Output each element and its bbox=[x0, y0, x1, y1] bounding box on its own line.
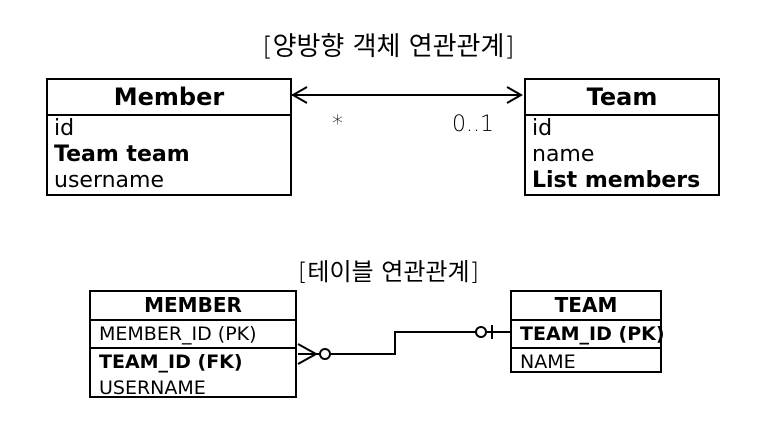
table-diagram-title: [테이블 연관관계] bbox=[298, 258, 479, 286]
member-table-box: MEMBER MEMBER_ID (PK) TEAM_ID (FK) USERN… bbox=[89, 290, 297, 399]
member-column-member-id: MEMBER_ID (PK) bbox=[91, 321, 295, 349]
team-field-name: name bbox=[532, 142, 595, 167]
member-column-team-id: TEAM_ID (FK) bbox=[99, 351, 243, 373]
er-relationship-line bbox=[298, 331, 510, 355]
member-column-username: USERNAME bbox=[99, 377, 206, 399]
team-field-id: id bbox=[532, 116, 553, 141]
member-class-name: Member bbox=[48, 80, 290, 116]
member-field-id: id bbox=[54, 116, 75, 141]
team-class-box: Team id name List members bbox=[524, 78, 720, 196]
crows-foot-many-icon bbox=[297, 343, 331, 365]
member-field-username: username bbox=[54, 168, 164, 193]
zero-or-one-icon bbox=[475, 325, 493, 339]
team-column-team-id: TEAM_ID (PK) bbox=[512, 321, 665, 349]
association-arrow bbox=[290, 86, 524, 104]
team-field-members: List members bbox=[532, 168, 701, 193]
team-column-name: NAME bbox=[520, 351, 576, 373]
multiplicity-member-side: * bbox=[332, 112, 343, 137]
team-table-name: TEAM bbox=[512, 292, 660, 321]
team-class-name: Team bbox=[526, 80, 718, 116]
multiplicity-team-side: 0..1 bbox=[452, 112, 494, 137]
member-field-team: Team team bbox=[54, 142, 190, 167]
object-diagram-title: [양방향 객체 연관관계] bbox=[262, 32, 515, 62]
member-class-box: Member id Team team username bbox=[46, 78, 292, 196]
member-table-name: MEMBER bbox=[91, 292, 295, 321]
team-table-box: TEAM TEAM_ID (PK) NAME bbox=[510, 290, 665, 373]
